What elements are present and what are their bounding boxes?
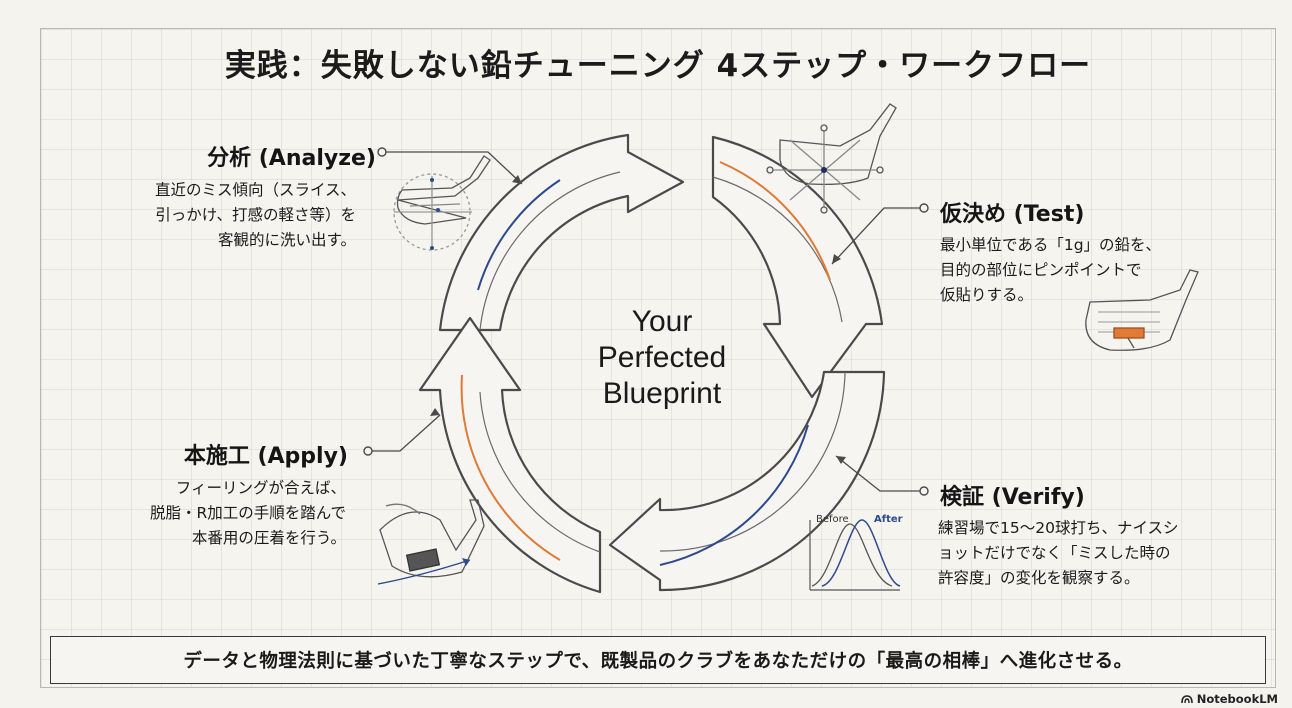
step-apply-line: フィーリングが合えば、 <box>175 479 346 497</box>
blueprint-grid-frame <box>40 28 1276 688</box>
notebooklm-logo-icon <box>1180 695 1193 704</box>
step-apply-line: 脱脂・R加工の手順を踏んで <box>150 504 346 522</box>
step-analyze-title: 分析 (Analyze) <box>207 146 376 171</box>
step-test-description: 最小単位である「1g」の鉛を、 目的の部位にピンポイントで 仮貼りする。 <box>940 233 1161 308</box>
footer-banner-text: データと物理法則に基づいた丁寧なステップで、既製品のクラブをあなただけの「最高の… <box>183 651 1133 672</box>
cycle-accent-lines <box>460 161 831 566</box>
step-apply-title: 本施工 (Apply) <box>183 444 348 469</box>
cycle-inner-lines <box>479 171 846 553</box>
center-label: Your Perfected Blueprint <box>552 304 772 412</box>
connector-arrowheads <box>430 175 846 464</box>
step-test-line: 仮貼りする。 <box>940 286 1034 304</box>
before-after-distribution-chart: Before After <box>809 514 903 591</box>
dist-curve-before <box>811 523 893 587</box>
brand-name: NotebookLM <box>1196 692 1278 706</box>
golf-club-analysis-sketch <box>393 155 491 251</box>
page-title: 実践：失敗しない鉛チューニング 4ステップ・ワークフロー <box>224 48 1092 84</box>
step-verify-title: 検証 (Verify) <box>940 485 1085 510</box>
center-label-line: Your <box>631 305 693 338</box>
cycle-arrow-verify-to-apply <box>608 370 886 592</box>
cycle-arrows <box>418 133 886 594</box>
center-label-line: Blueprint <box>602 377 722 410</box>
brand-watermark: NotebookLM <box>1180 692 1278 706</box>
step-verify-line: 許容度」の変化を観察する。 <box>938 569 1140 587</box>
step-verify-line: 練習場で15〜20球打ち、ナイスシ <box>938 519 1179 537</box>
connector-lines <box>364 151 920 492</box>
cycle-arrow-analyze-to-test <box>438 133 685 332</box>
center-label-line: Perfected <box>597 341 727 374</box>
dist-curve-after <box>821 519 901 587</box>
step-analyze-description: 直近のミス傾向（スライス、 引っかけ、打感の軽さ等）を 客観的に洗い出す。 <box>155 178 356 253</box>
dist-label-after: After <box>874 514 903 525</box>
connector-dots <box>363 147 929 496</box>
cycle-arrow-apply-to-analyze <box>418 316 602 594</box>
step-analyze-line: 直近のミス傾向（スライス、 <box>154 181 356 199</box>
step-test-line: 目的の部位にピンポイントで <box>940 261 1142 279</box>
step-apply-line: 本番用の圧着を行う。 <box>191 529 346 547</box>
golf-club-axes-sketch <box>766 103 897 214</box>
footer-banner: データと物理法則に基づいた丁寧なステップで、既製品のクラブをあなただけの「最高の… <box>50 636 1266 684</box>
step-apply-description: フィーリングが合えば、 脱脂・R加工の手順を踏んで 本番用の圧着を行う。 <box>150 476 346 551</box>
step-verify-description: 練習場で15〜20球打ち、ナイスシ ョットだけでなく「ミスした時の 許容度」の変… <box>938 516 1178 591</box>
dist-label-before: Before <box>816 514 849 525</box>
step-verify-line: ョットだけでなく「ミスした時の <box>938 544 1171 562</box>
golf-club-tape-sketch <box>1085 269 1199 351</box>
step-test-line: 最小単位である「1g」の鉛を、 <box>940 236 1162 254</box>
step-analyze-line: 客観的に洗い出す。 <box>218 231 356 249</box>
step-test-title: 仮決め (Test) <box>940 202 1085 227</box>
golf-club-apply-sketch <box>377 499 485 585</box>
step-analyze-line: 引っかけ、打感の軽さ等）を <box>155 206 356 224</box>
